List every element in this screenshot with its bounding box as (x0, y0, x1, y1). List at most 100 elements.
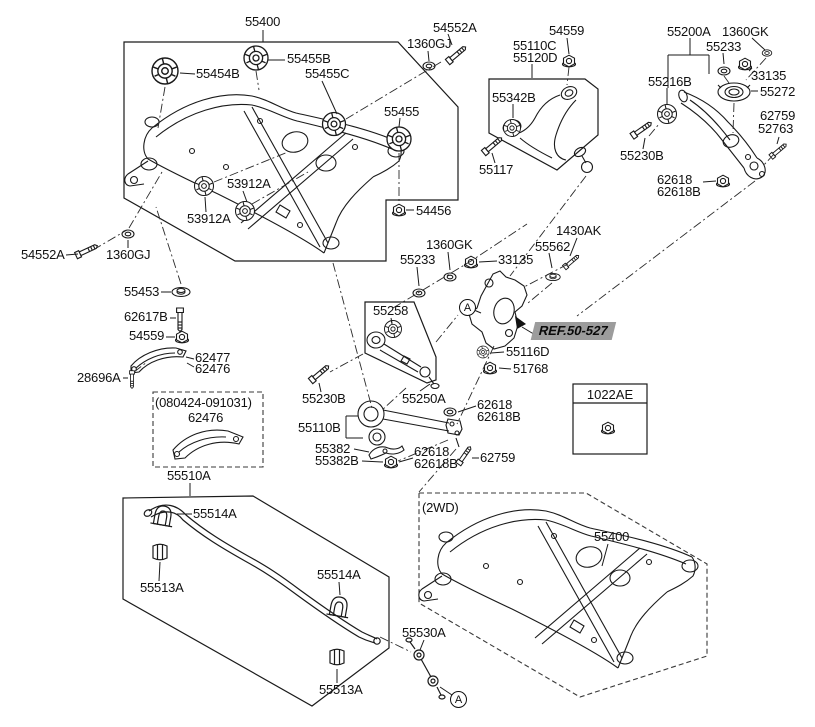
bushing-icon-55455B (243, 45, 269, 71)
part-label-55116D: 55116D (506, 344, 550, 359)
part-label-62759-b: 62759 (480, 450, 516, 465)
part-label-55110B: 55110B (298, 420, 341, 435)
nut-icon-62618B-b (383, 455, 399, 469)
part-label-62477: 62477 (195, 350, 231, 365)
washer-icon-55233-top (717, 66, 731, 76)
part-label-55400-2wd: 55400 (594, 529, 630, 544)
part-label-55233-top: 55233 (706, 39, 742, 54)
assist-arm-illustration (366, 331, 440, 390)
part-label-55514A-right: 55514A (317, 567, 361, 582)
washer-icon-1360GK-mid (443, 272, 457, 282)
ref-callout-50-527: REF.50-527 (530, 322, 616, 340)
part-label-62618-b: 62618 (414, 444, 450, 459)
part-label-62618-right: 62618 (657, 172, 693, 187)
bolt-icon-62617B (176, 307, 184, 333)
nut-icon-33135-mid (463, 255, 479, 269)
bracket-62476-illustration (172, 429, 244, 460)
part-label-55455C: 55455C (305, 66, 350, 81)
bolt-icon-62759-b (455, 444, 474, 467)
part-label-1430AK: 1430AK (556, 223, 602, 238)
part-label-55382: 55382 (315, 441, 351, 456)
part-label-62476: 62476 (195, 361, 231, 376)
leader-lines (65, 30, 780, 696)
part-label-55455B: 55455B (287, 51, 331, 66)
bushing-icon-53912A-1 (193, 175, 215, 197)
part-label-55250A: 55250A (402, 391, 446, 406)
part-label-62617B: 62617B (124, 309, 168, 324)
part-label-55400: 55400 (245, 14, 281, 29)
part-label-54552A-left: 54552A (21, 247, 65, 262)
part-label-53912A-2: 53912A (187, 211, 231, 226)
bracket-55382-illustration (368, 445, 405, 460)
part-label-55200A: 55200A (667, 24, 711, 39)
lateral-arm-illustration (357, 400, 463, 448)
washer-icon-62618-a (443, 407, 457, 417)
part-label-62759-right: 62759 (760, 108, 796, 123)
part-label-55120D: 55120D (513, 50, 558, 65)
nut-icon-1022AE (600, 421, 616, 435)
bushing-icon-55116D (476, 345, 490, 359)
part-label-62618-a: 62618 (477, 397, 513, 412)
nut-icon-62618-right (715, 174, 731, 188)
rear-crossmember-illustration (124, 94, 405, 254)
detail-table-header-1022AE: 1022AE (586, 387, 634, 402)
part-label-33135-top: 33135 (751, 68, 787, 83)
stabilizer-box (122, 495, 390, 707)
nut-icon-54456 (391, 203, 407, 217)
bushing-icon-53912A-2 (234, 200, 256, 222)
part-label-54456: 54456 (416, 203, 452, 218)
stabilizer-link-illustration (405, 637, 446, 700)
part-label-55342B: 55342B (492, 90, 536, 105)
part-label-62618B-right: 62618B (657, 184, 701, 199)
bracket-variant-dashed-box (152, 391, 264, 468)
circle-callout-a-bottom: A (450, 691, 467, 708)
assist-arm-box (364, 301, 437, 384)
part-label-1360GK-top: 1360GK (722, 24, 769, 39)
nut-icon-33135-top (737, 57, 753, 71)
bushing-icon-55342B (503, 119, 521, 137)
part-label-52763: 52763 (758, 121, 794, 136)
part-label-55514A-left: 55514A (193, 506, 237, 521)
part-label-55110C: 55110C (513, 38, 557, 53)
part-label-33135-mid: 33135 (498, 252, 534, 267)
part-label-55216B: 55216B (648, 74, 692, 89)
bushing-icon-55258 (384, 320, 402, 338)
part-label-55454B: 55454B (196, 66, 240, 81)
part-label-55382B: 55382B (315, 453, 359, 468)
ref-arrow-icon (515, 316, 526, 329)
part-label-28696A: 28696A (77, 370, 121, 385)
part-label-53912A-1: 53912A (227, 176, 271, 191)
nut-icon-54559-left (174, 330, 190, 344)
bolt-icon-28696A (129, 370, 135, 389)
part-label-55233-mid: 55233 (400, 252, 436, 267)
knuckle-illustration (468, 270, 528, 350)
part-label-55562: 55562 (535, 239, 571, 254)
bolt-icon-55117 (480, 134, 505, 157)
part-label-55510A: 55510A (167, 468, 211, 483)
rear-crossmember-2wd-illustration (418, 509, 699, 669)
part-label-54559-top: 54559 (549, 23, 585, 38)
washer-icon-55453 (171, 286, 191, 298)
circle-callout-a-top: A (459, 299, 476, 316)
bolt-icon-1430AK (562, 253, 581, 271)
bushing-icon-55455C (321, 111, 347, 137)
part-label-62618B-b: 62618B (414, 456, 458, 471)
detail-table-1022AE (572, 383, 648, 455)
main-crossmember-box (123, 41, 459, 262)
part-label-1360GJ-top: 1360GJ (407, 36, 452, 51)
part-label-55530A: 55530A (402, 625, 446, 640)
part-label-54559-left: 54559 (129, 328, 165, 343)
bolt-icon-54552A-left (74, 242, 100, 260)
part-label-55513A-bottom: 55513A (319, 682, 363, 697)
washer-icon-1360GJ-left (121, 229, 135, 239)
part-label-55513A-left: 55513A (140, 580, 184, 595)
part-label-55230B-mid: 55230B (302, 391, 346, 406)
part-label-1360GJ-left: 1360GJ (106, 247, 151, 262)
assembly-dash-lines (92, 57, 775, 653)
bushing-icon-55216B (656, 103, 678, 125)
part-label-54552A-top: 54552A (433, 20, 477, 35)
upper-arm-box (488, 78, 599, 171)
part-label-55455: 55455 (384, 104, 420, 119)
